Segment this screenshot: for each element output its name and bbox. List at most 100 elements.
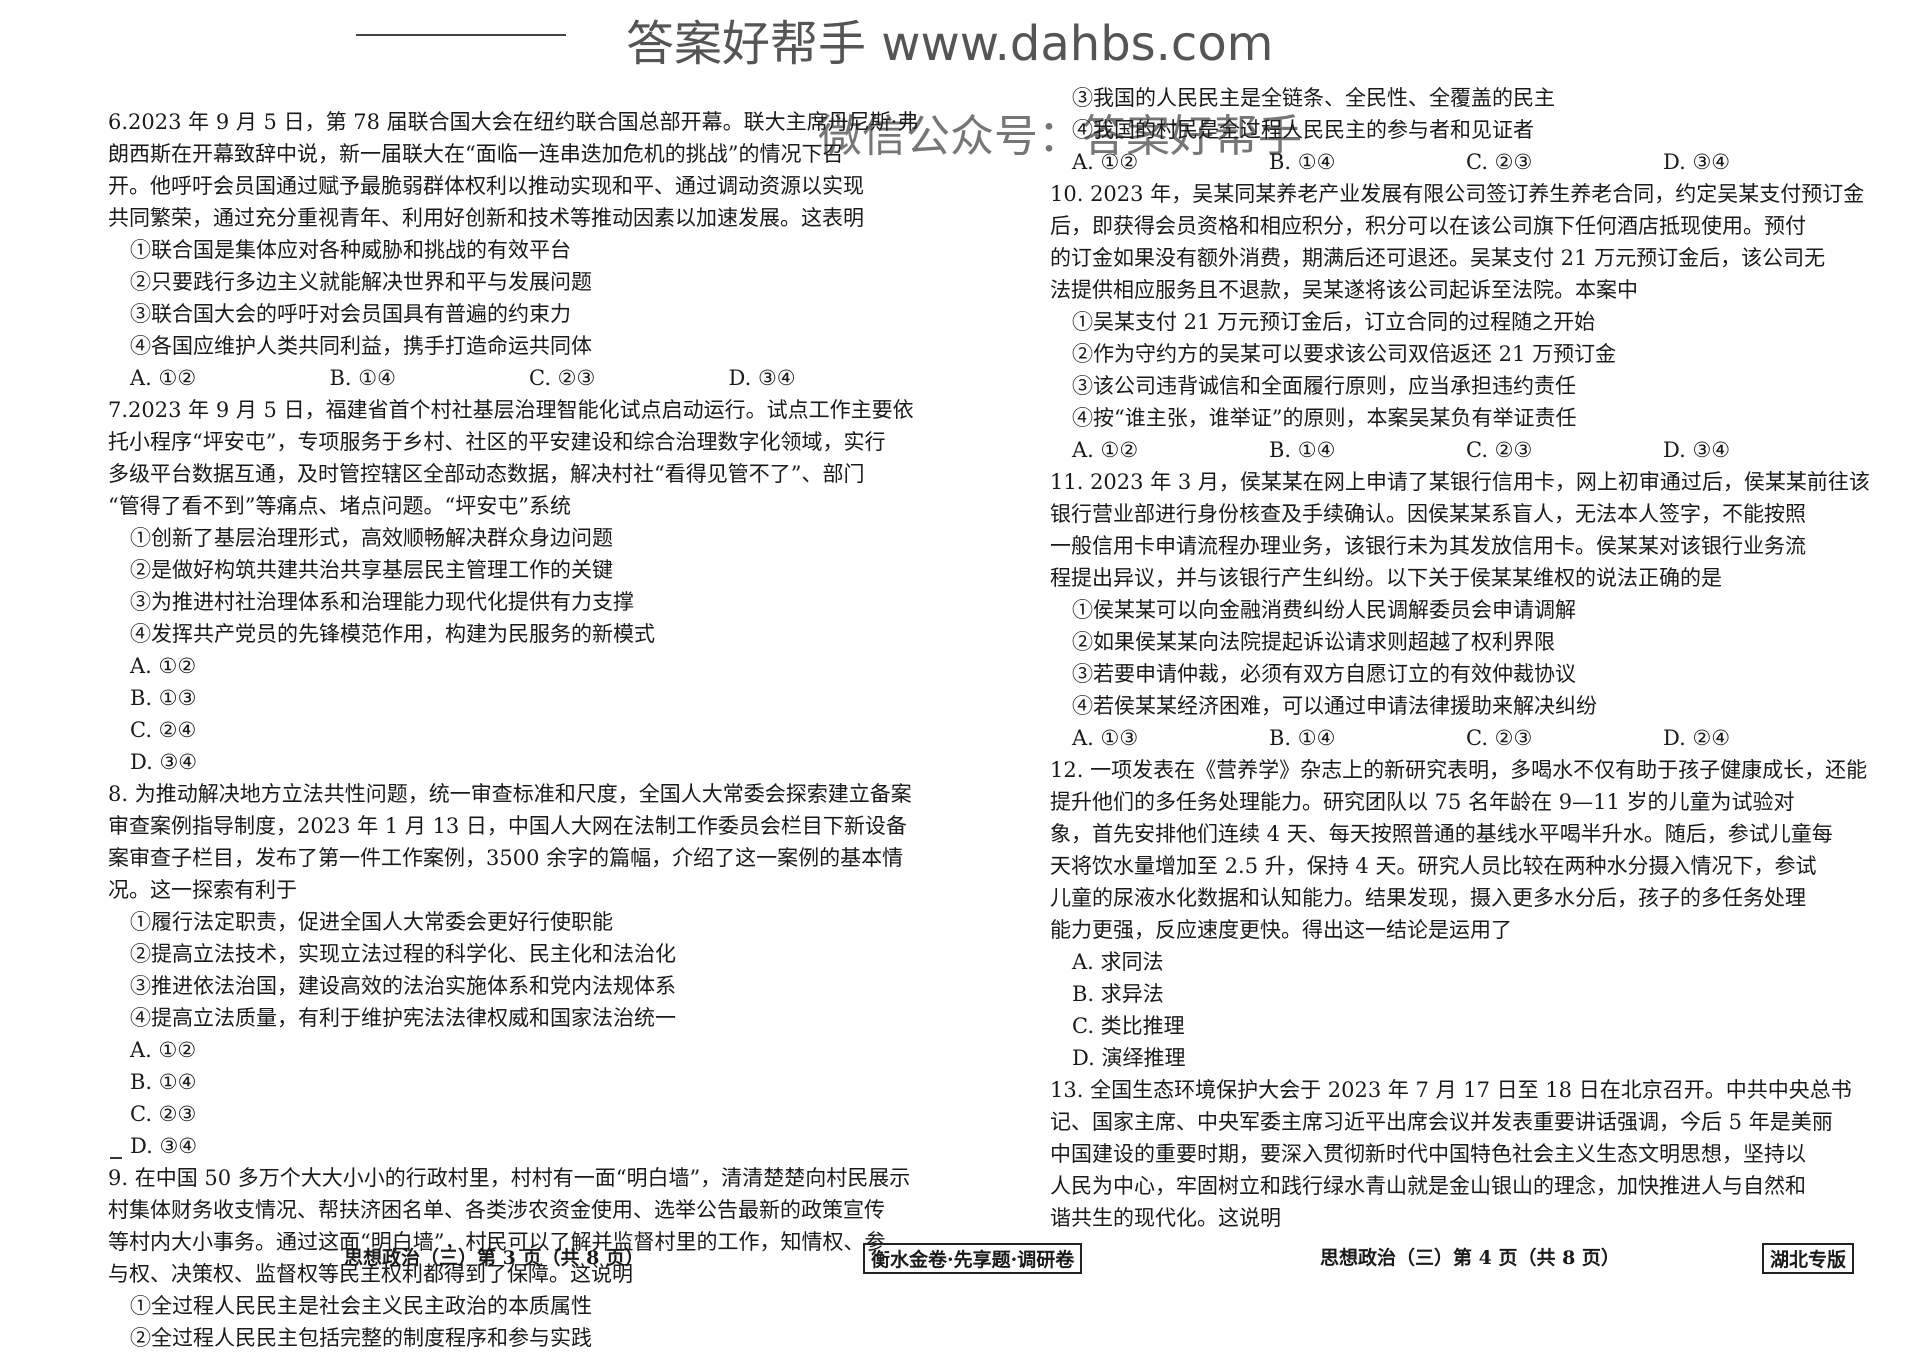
- question-line: 村集体财务收支情况、帮扶济困名单、各类涉农资金使用、选举公告最新的政策宣传: [108, 1198, 885, 1222]
- statement: ①侯某某可以向金融消费纠纷人民调解委员会申请调解: [1072, 598, 1576, 622]
- question-line: 6.2023 年 9 月 5 日，第 78 届联合国大会在纽约联合国总部开幕。联…: [108, 110, 919, 134]
- question-line: 后，即获得会员资格和相应积分，积分可以在该公司旗下任何酒店抵现使用。预付: [1050, 214, 1806, 238]
- choice-d[interactable]: D. ③④: [1663, 150, 1731, 174]
- choice-a[interactable]: A. 求同法: [1072, 950, 1164, 974]
- choice-b[interactable]: B. ①③: [130, 686, 197, 710]
- choice-d[interactable]: D. ③④: [1663, 438, 1731, 462]
- choice-a[interactable]: A. ①②: [130, 366, 197, 390]
- question-line: 11. 2023 年 3 月，侯某某在网上申请了某银行信用卡，网上初审通过后，侯…: [1050, 470, 1870, 494]
- question-line: “管得了看不到”等痛点、堵点问题。“坪安屯”系统: [108, 494, 571, 518]
- statement: ①联合国是集体应对各种威胁和挑战的有效平台: [130, 238, 571, 262]
- question-line: 记、国家主席、中央军委主席习近平出席会议并发表重要讲话强调，今后 5 年是美丽: [1050, 1110, 1833, 1134]
- question-6: 6.2023 年 9 月 5 日，第 78 届联合国大会在纽约联合国总部开幕。联…: [108, 106, 928, 394]
- statement: ③该公司违背诚信和全面履行原则，应当承担违约责任: [1072, 374, 1576, 398]
- statement: ④发挥共产党员的先锋模范作用，构建为民服务的新模式: [130, 622, 655, 646]
- question-10: 10. 2023 年，吴某同某养老产业发展有限公司签订养生养老合同，约定吴某支付…: [1050, 178, 1865, 466]
- question-7: 7.2023 年 9 月 5 日，福建省首个村社基层治理智能化试点启动运行。试点…: [108, 394, 928, 778]
- question-line: 谐共生的现代化。这说明: [1050, 1206, 1281, 1230]
- question-line: 多级平台数据互通，及时管控辖区全部动态数据，解决村社“看得见管不了”、部门: [108, 462, 865, 486]
- statement: ③联合国大会的呼吁对会员国具有普遍的约束力: [130, 302, 571, 326]
- question-line: 一般信用卡申请流程办理业务，该银行未为其发放信用卡。侯某某对该银行业务流: [1050, 534, 1806, 558]
- top-rule: [356, 34, 566, 36]
- statement: ④各国应维护人类共同利益，携手打造命运共同体: [130, 334, 592, 358]
- right-column: ③我国的人民民主是全链条、全民性、全覆盖的民主 ④我国的村民是全过程人民民主的参…: [1050, 82, 1870, 1234]
- choice-c[interactable]: C. ②③: [1466, 150, 1533, 174]
- question-line: 象，首先安排他们连续 4 天、每天按照普通的基线水平喝半升水。随后，参试儿童每: [1050, 822, 1833, 846]
- choice-c[interactable]: C. ②③: [1466, 726, 1533, 750]
- choice-d[interactable]: D. ③④: [130, 1134, 198, 1158]
- question-9-continued: ③我国的人民民主是全链条、全民性、全覆盖的民主 ④我国的村民是全过程人民民主的参…: [1050, 82, 1860, 178]
- choice-b[interactable]: B. ①④: [1269, 726, 1336, 750]
- question-line: 12. 一项发表在《营养学》杂志上的新研究表明，多喝水不仅有助于孩子健康成长，还…: [1050, 758, 1868, 782]
- question-line: 人民为中心，牢固树立和践行绿水青山就是金山银山的理念，加快推进人与自然和: [1050, 1174, 1806, 1198]
- choice-c[interactable]: C. ②④: [130, 718, 197, 742]
- statement: ①吴某支付 21 万元预订金后，订立合同的过程随之开始: [1072, 310, 1596, 334]
- choice-a[interactable]: A. ①②: [1072, 150, 1139, 174]
- question-line: 托小程序“坪安屯”，专项服务于乡村、社区的平安建设和综合治理数字化领域，实行: [108, 430, 886, 454]
- statement: ②作为守约方的吴某可以要求该公司双倍返还 21 万预订金: [1072, 342, 1617, 366]
- question-line: 共同繁荣，通过充分重视青年、利用好创新和技术等推动因素以加速发展。这表明: [108, 206, 864, 230]
- choice-b[interactable]: B. ①④: [1269, 150, 1336, 174]
- statement: ③若要申请仲裁，必须有双方自愿订立的有效仲裁协议: [1072, 662, 1576, 686]
- statement: ③推进依法治国，建设高效的法治实施体系和党内法规体系: [130, 974, 676, 998]
- answer-choices: A. ①② B. ①④ C. ②③ D. ③④: [108, 1034, 928, 1162]
- statement: ②只要践行多边主义就能解决世界和平与发展问题: [130, 270, 592, 294]
- choice-a[interactable]: A. ①②: [1072, 438, 1139, 462]
- question-line: 能力更强，反应速度更快。得出这一结论是运用了: [1050, 918, 1512, 942]
- question-line: 案审查子栏目，发布了第一件工作案例，3500 余字的篇幅，介绍了这一案例的基本情: [108, 846, 904, 870]
- question-9: 9. 在中国 50 多万个大大小小的行政村里，村村有一面“明白墙”，清清楚楚向村…: [108, 1162, 928, 1354]
- statement: ③为推进村社治理体系和治理能力现代化提供有力支撑: [130, 590, 634, 614]
- footer-series-label: 衡水金卷·先享题·调研卷: [863, 1243, 1083, 1274]
- question-line: 中国建设的重要时期，要深入贯彻新时代中国特色社会主义生态文明思想，坚持以: [1050, 1142, 1806, 1166]
- answer-choices: A. 求同法 B. 求异法 C. 类比推理 D. 演绎推理: [1050, 946, 1860, 1074]
- choice-d[interactable]: D. ③④: [728, 366, 796, 390]
- question-8: 8. 为推动解决地方立法共性问题，统一审查标准和尺度，全国人大常委会探索建立备案…: [108, 778, 928, 1162]
- margin-mark: [110, 1157, 122, 1159]
- statement: ②是做好构筑共建共治共享基层民主管理工作的关键: [130, 558, 613, 582]
- question-line: 儿童的尿液水化数据和认知能力。结果发现，摄入更多水分后，孩子的多任务处理: [1050, 886, 1806, 910]
- choice-c[interactable]: C. ②③: [529, 366, 596, 390]
- choice-c[interactable]: C. ②③: [130, 1102, 197, 1126]
- choice-a[interactable]: A. ①②: [130, 654, 197, 678]
- watermark-top: 答案好帮手 www.dahbs.com: [626, 16, 1274, 72]
- footer-edition-badge: 湖北专版: [1762, 1243, 1855, 1274]
- question-line: 等村内大小事务。通过这面“明白墙”，村民可以了解并监督村里的工作，知情权、参: [108, 1230, 886, 1254]
- choice-b[interactable]: B. 求异法: [1072, 982, 1164, 1006]
- choice-a[interactable]: A. ①③: [1072, 726, 1139, 750]
- question-line: 的订金如果没有额外消费，期满后还可退还。吴某支付 21 万元预订金后，该公司无: [1050, 246, 1826, 270]
- statement: ①履行法定职责，促进全国人大常委会更好行使职能: [130, 910, 613, 934]
- question-line: 审查案例指导制度，2023 年 1 月 13 日，中国人大网在法制工作委员会栏目…: [108, 814, 907, 838]
- statement: ②如果侯某某向法院提起诉讼请求则超越了权利界限: [1072, 630, 1555, 654]
- question-line: 况。这一探索有利于: [108, 878, 297, 902]
- question-line: 13. 全国生态环境保护大会于 2023 年 7 月 17 日至 18 日在北京…: [1050, 1078, 1852, 1102]
- choice-d[interactable]: D. ②④: [1663, 726, 1731, 750]
- statement: ④我国的村民是全过程人民民主的参与者和见证者: [1072, 118, 1534, 142]
- footer-page-left: 思想政治（三）第 3 页（共 8 页）: [344, 1247, 644, 1269]
- choice-b[interactable]: B. ①④: [329, 366, 396, 390]
- statement: ③我国的人民民主是全链条、全民性、全覆盖的民主: [1072, 86, 1555, 110]
- question-11: 11. 2023 年 3 月，侯某某在网上申请了某银行信用卡，网上初审通过后，侯…: [1050, 466, 1870, 754]
- choice-b[interactable]: B. ①④: [130, 1070, 197, 1094]
- choice-c[interactable]: C. 类比推理: [1072, 1014, 1185, 1038]
- choice-d[interactable]: D. ③④: [130, 750, 198, 774]
- question-line: 天将饮水量增加至 2.5 升，保持 4 天。研究人员比较在两种水分摄入情况下，参…: [1050, 854, 1817, 878]
- question-line: 提升他们的多任务处理能力。研究团队以 75 名年龄在 9—11 岁的儿童为试验对: [1050, 790, 1795, 814]
- statement: ①创新了基层治理形式，高效顺畅解决群众身边问题: [130, 526, 613, 550]
- choice-c[interactable]: C. ②③: [1466, 438, 1533, 462]
- question-line: 7.2023 年 9 月 5 日，福建省首个村社基层治理智能化试点启动运行。试点…: [108, 398, 914, 422]
- question-line: 朗西斯在开幕致辞中说，新一届联大在“面临一连串迭加危机的挑战”的情况下召: [108, 142, 844, 166]
- statement: ④若侯某某经济困难，可以通过申请法律援助来解决纠纷: [1072, 694, 1597, 718]
- choice-a[interactable]: A. ①②: [130, 1038, 197, 1062]
- answer-choices: A. ①③ B. ①④ C. ②③ D. ②④: [1050, 722, 1860, 754]
- question-line: 银行营业部进行身份核查及手续确认。因侯某某系盲人，无法本人签字，不能按照: [1050, 502, 1806, 526]
- choice-b[interactable]: B. ①④: [1269, 438, 1336, 462]
- left-column: 6.2023 年 9 月 5 日，第 78 届联合国大会在纽约联合国总部开幕。联…: [108, 106, 928, 1354]
- choice-d[interactable]: D. 演绎推理: [1072, 1046, 1186, 1070]
- answer-choices: A. ①② B. ①④ C. ②③ D. ③④: [1050, 146, 1860, 178]
- question-12: 12. 一项发表在《营养学》杂志上的新研究表明，多喝水不仅有助于孩子健康成长，还…: [1050, 754, 1868, 1074]
- answer-choices: A. ①② B. ①④ C. ②③ D. ③④: [108, 362, 928, 394]
- statement: ②提高立法技术，实现立法过程的科学化、民主化和法治化: [130, 942, 676, 966]
- answer-choices: A. ①② B. ①④ C. ②③ D. ③④: [1050, 434, 1860, 466]
- question-line: 10. 2023 年，吴某同某养老产业发展有限公司签订养生养老合同，约定吴某支付…: [1050, 182, 1865, 206]
- question-line: 开。他呼吁会员国通过赋予最脆弱群体权利以推动实现和平、通过调动资源以实现: [108, 174, 864, 198]
